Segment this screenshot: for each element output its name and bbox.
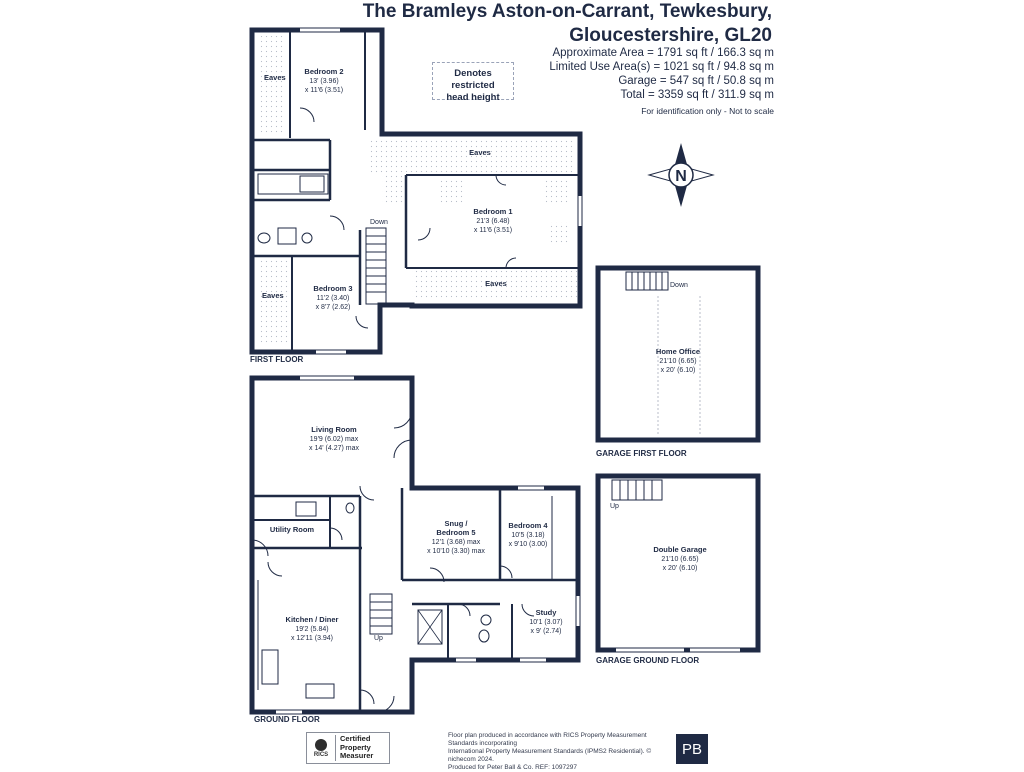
double-garage-name: Double Garage bbox=[653, 545, 706, 554]
bedroom2-dim2: x 11'6 (3.51) bbox=[305, 87, 343, 94]
study-dim1: 10'1 (3.07) bbox=[529, 619, 562, 626]
home-office-dim1: 21'10 (6.65) bbox=[659, 358, 696, 365]
eaves-label: Eaves bbox=[485, 279, 507, 288]
rics-emblem-icon bbox=[315, 738, 327, 751]
kitchen-dim2: x 12'11 (3.94) bbox=[291, 635, 333, 642]
bedroom4-dim1: 10'5 (3.18) bbox=[511, 532, 544, 539]
area-summary: Approximate Area = 1791 sq ft / 166.3 sq… bbox=[549, 46, 774, 118]
stairs-down-label: Down bbox=[370, 219, 388, 226]
kitchen-dim1: 19'2 (5.84) bbox=[295, 626, 328, 633]
eaves-label: Eaves bbox=[264, 73, 286, 82]
living-room-name: Living Room bbox=[311, 425, 357, 434]
stairs-up-label: Up bbox=[610, 503, 619, 510]
footer-line-2: International Property Measurement Stand… bbox=[448, 748, 652, 763]
garage-first-floor-plan bbox=[595, 265, 761, 443]
eaves-label: Eaves bbox=[262, 291, 284, 300]
area-limited-use: Limited Use Area(s) = 1021 sq ft / 94.8 … bbox=[549, 61, 774, 73]
first-floor-plan bbox=[249, 27, 583, 355]
area-approximate: Approximate Area = 1791 sq ft / 166.3 sq… bbox=[552, 47, 774, 59]
double-garage-dim2: x 20' (6.10) bbox=[663, 565, 698, 572]
bedroom1-dim2: x 11'6 (3.51) bbox=[474, 227, 512, 234]
rics-abbr: RICS bbox=[313, 751, 329, 758]
ground-floor-plan bbox=[249, 375, 581, 715]
footer-line-1: Floor plan produced in accordance with R… bbox=[448, 732, 647, 747]
bedroom3-name: Bedroom 3 bbox=[313, 284, 352, 293]
garage-ground-floor-label: GARAGE GROUND FLOOR bbox=[596, 656, 699, 665]
first-floor-label: FIRST FLOOR bbox=[250, 355, 304, 364]
stairs-down-label: Down bbox=[670, 282, 688, 289]
study-dim2: x 9' (2.74) bbox=[531, 628, 562, 635]
garage-first-floor-label: GARAGE FIRST FLOOR bbox=[596, 449, 687, 458]
living-room-dim1: 19'9 (6.02) max bbox=[310, 436, 359, 443]
double-garage-dim1: 21'10 (6.65) bbox=[661, 556, 698, 563]
footer-line-3: Produced for Peter Ball & Co. REF: 10972… bbox=[448, 764, 577, 771]
garage-ground-floor-plan bbox=[595, 473, 761, 653]
utility-room-label: Utility Room bbox=[270, 525, 314, 534]
snug-name-2: Bedroom 5 bbox=[436, 528, 475, 537]
ground-floor-label: GROUND FLOOR bbox=[254, 715, 320, 724]
scale-note: For identification only - Not to scale bbox=[641, 106, 774, 116]
kitchen-name: Kitchen / Diner bbox=[286, 615, 339, 624]
area-total: Total = 3359 sq ft / 311.9 sq m bbox=[620, 89, 774, 101]
bedroom2-dim1: 13' (3.96) bbox=[309, 78, 338, 85]
study-name: Study bbox=[536, 608, 558, 617]
bedroom4-name: Bedroom 4 bbox=[508, 521, 548, 530]
bedroom1-dim1: 21'3 (6.48) bbox=[476, 218, 509, 225]
bedroom3-dim1: 11'2 (3.40) bbox=[317, 295, 350, 302]
legend-line-1: Denotes restricted bbox=[451, 68, 495, 91]
property-title: The Bramleys Aston-on-Carrant, Tewkesbur… bbox=[363, 0, 772, 48]
title-line-1: The Bramleys Aston-on-Carrant, Tewkesbur… bbox=[362, 1, 772, 22]
compass-letter: N bbox=[675, 168, 687, 185]
stairs-up-label: Up bbox=[374, 635, 383, 642]
area-garage: Garage = 547 sq ft / 50.8 sq m bbox=[618, 75, 774, 87]
rics-text: Certified Property Measurer bbox=[335, 735, 373, 761]
bedroom2-name: Bedroom 2 bbox=[304, 67, 343, 76]
snug-name-1: Snug / bbox=[445, 519, 469, 528]
eaves-label: Eaves bbox=[469, 148, 491, 157]
rics-line-1: Certified bbox=[340, 734, 371, 744]
rics-badge: RICS Certified Property Measurer bbox=[306, 732, 390, 764]
agent-logo: PB bbox=[676, 734, 708, 764]
footer-disclaimer: Floor plan produced in accordance with R… bbox=[448, 732, 678, 772]
rics-logo: RICS bbox=[307, 734, 335, 762]
bedroom4-dim2: x 9'10 (3.00) bbox=[509, 541, 548, 548]
snug-dim1: 12'1 (3.68) max bbox=[432, 539, 481, 546]
bedroom3-dim2: x 8'7 (2.62) bbox=[316, 304, 351, 311]
title-line-2: Gloucestershire, GL20 bbox=[569, 25, 772, 46]
restricted-height-legend: Denotes restricted head height bbox=[432, 62, 514, 103]
home-office-name: Home Office bbox=[656, 347, 700, 356]
rics-line-2: Property bbox=[340, 742, 371, 752]
bedroom1-name: Bedroom 1 bbox=[473, 207, 512, 216]
snug-dim2: x 10'10 (3.30) max bbox=[427, 548, 485, 555]
living-room-dim2: x 14' (4.27) max bbox=[309, 445, 359, 452]
compass-icon: N bbox=[647, 143, 715, 207]
legend-line-2: head height bbox=[446, 92, 500, 103]
home-office-dim2: x 20' (6.10) bbox=[661, 367, 696, 374]
rics-line-3: Measurer bbox=[340, 751, 374, 761]
